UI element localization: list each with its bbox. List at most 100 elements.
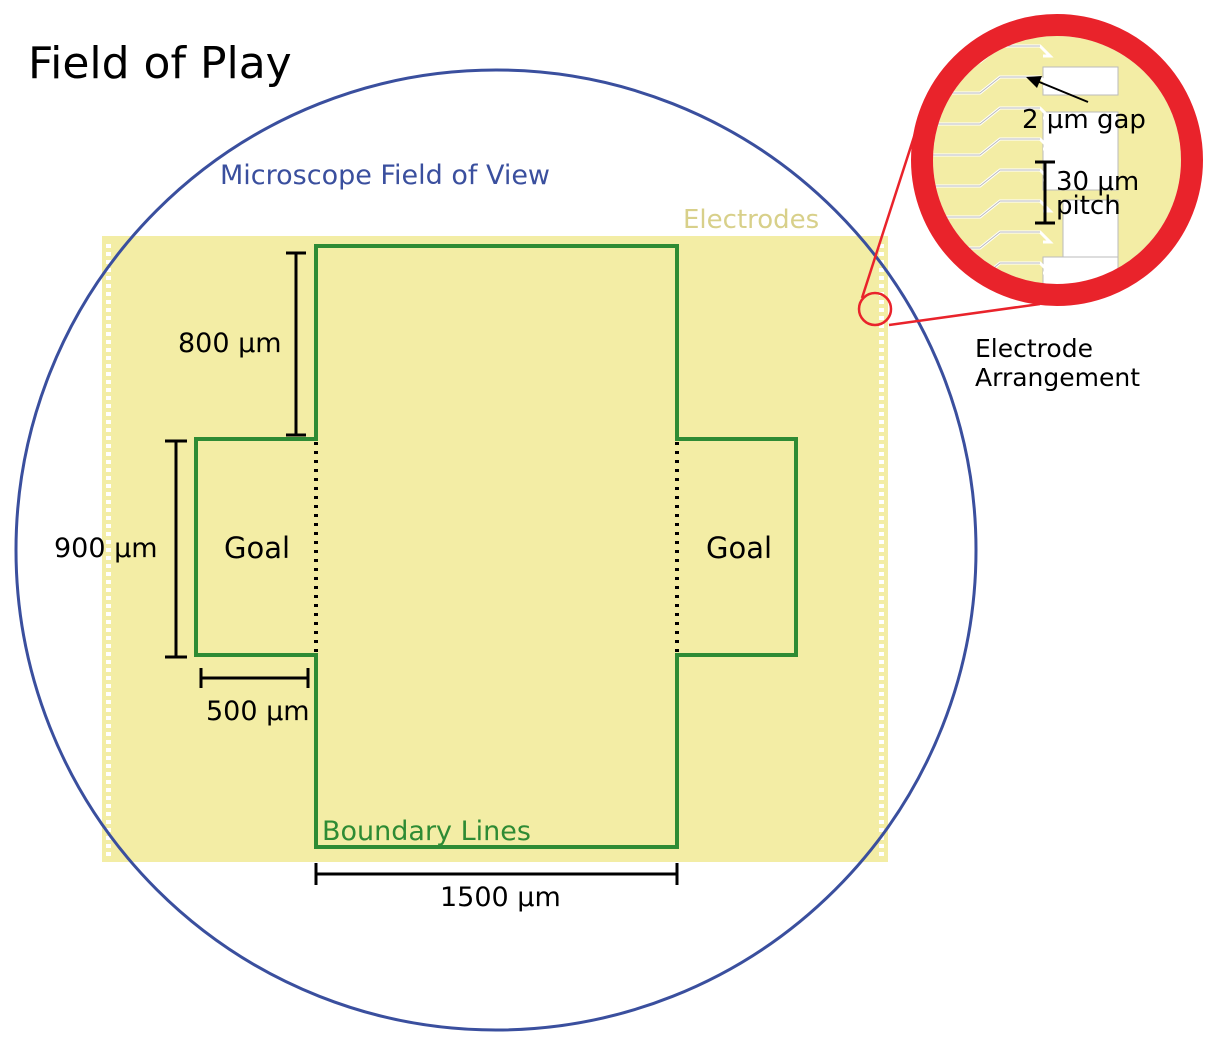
electrode-edge-right bbox=[879, 244, 884, 856]
electrode-tooth bbox=[106, 604, 111, 608]
electrode-tooth bbox=[879, 676, 884, 680]
electrode-tooth bbox=[106, 572, 111, 576]
electrode-tooth bbox=[106, 444, 111, 448]
electrode-tooth bbox=[879, 340, 884, 344]
electrode-tooth bbox=[106, 700, 111, 704]
electrode-tooth bbox=[106, 484, 111, 488]
dimension-500 bbox=[199, 668, 310, 688]
electrode-tooth bbox=[106, 780, 111, 784]
electrode-finger-outline bbox=[933, 200, 1040, 218]
electrode-tooth bbox=[879, 444, 884, 448]
diagram-title: Field of Play bbox=[28, 38, 292, 89]
electrode-tooth bbox=[879, 580, 884, 584]
electrode-tooth bbox=[879, 524, 884, 528]
electrode-tooth bbox=[879, 532, 884, 536]
electrode-tooth bbox=[879, 660, 884, 664]
electrode-tooth bbox=[106, 244, 111, 248]
electrode-tooth bbox=[106, 380, 111, 384]
electrode-tooth bbox=[879, 812, 884, 816]
electrode-tooth bbox=[106, 740, 111, 744]
electrode-tooth bbox=[879, 724, 884, 728]
electrode-tooth bbox=[879, 628, 884, 632]
electrode-tooth bbox=[106, 524, 111, 528]
electrode-tooth bbox=[106, 276, 111, 280]
electrode-tooth bbox=[106, 532, 111, 536]
electrode-tooth bbox=[879, 772, 884, 776]
electrode-tooth bbox=[879, 308, 884, 312]
electrode-gap-region bbox=[1042, 111, 1119, 191]
electrode-tooth bbox=[879, 588, 884, 592]
electrode-tooth bbox=[106, 540, 111, 544]
electrode-tooth bbox=[106, 388, 111, 392]
electrode-tooth bbox=[879, 596, 884, 600]
gap-label: 2 µm gap bbox=[1022, 105, 1146, 135]
electrode-tooth bbox=[106, 788, 111, 792]
goal-right-label: Goal bbox=[706, 531, 772, 565]
electrode-tooth bbox=[106, 588, 111, 592]
electrode-tooth bbox=[879, 780, 884, 784]
electrode-tooth bbox=[879, 604, 884, 608]
electrode-tooth bbox=[879, 316, 884, 320]
electrode-tooth bbox=[106, 468, 111, 472]
electrode-tooth bbox=[879, 740, 884, 744]
electrode-tooth bbox=[106, 396, 111, 400]
electrode-tooth bbox=[879, 564, 884, 568]
electrode-tooth bbox=[106, 308, 111, 312]
electrode-tooth bbox=[106, 684, 111, 688]
electrode-finger-outline bbox=[933, 169, 1040, 187]
electrode-tooth bbox=[879, 476, 884, 480]
electrode-tooth bbox=[879, 404, 884, 408]
electrode-tooth bbox=[879, 428, 884, 432]
electrode-tooth bbox=[106, 452, 111, 456]
pitch-word-label: pitch bbox=[1056, 191, 1121, 221]
electrode-tooth bbox=[106, 316, 111, 320]
electrode-tooth bbox=[879, 420, 884, 424]
boundary-lines bbox=[194, 244, 798, 849]
inset-caption-line2: Arrangement bbox=[975, 363, 1140, 392]
electrode-tooth bbox=[106, 284, 111, 288]
dimension-1500 bbox=[314, 863, 679, 885]
electrode-tooth bbox=[106, 348, 111, 352]
electrode-tooth bbox=[879, 804, 884, 808]
electrode-gap-region bbox=[1042, 66, 1119, 96]
microscope-field-circle bbox=[14, 68, 978, 1032]
electrode-tooth bbox=[106, 836, 111, 840]
electrode-tooth bbox=[879, 468, 884, 472]
pitch-dimension bbox=[1035, 160, 1055, 225]
electrode-array bbox=[102, 236, 888, 862]
electrode-tooth bbox=[879, 516, 884, 520]
electrode-gap-region bbox=[1062, 199, 1119, 259]
electrode-tooth bbox=[106, 412, 111, 416]
electrode-tooth bbox=[106, 732, 111, 736]
electrode-arrangement-inset bbox=[933, 36, 1181, 284]
electrode-tooth bbox=[879, 540, 884, 544]
dimension-800-label: 800 µm bbox=[178, 328, 282, 359]
electrode-tooth bbox=[879, 644, 884, 648]
electrode-tooth bbox=[879, 708, 884, 712]
electrode-tooth bbox=[879, 484, 884, 488]
electrode-tooth bbox=[879, 572, 884, 576]
electrode-tooth bbox=[879, 276, 884, 280]
electrode-tooth bbox=[879, 636, 884, 640]
electrode-tooth bbox=[106, 340, 111, 344]
electrode-tooth bbox=[106, 828, 111, 832]
electrode-tooth bbox=[879, 668, 884, 672]
electrode-tooth bbox=[879, 412, 884, 416]
electrode-tooth bbox=[879, 300, 884, 304]
electrode-tooth bbox=[106, 756, 111, 760]
electrode-tooth bbox=[879, 612, 884, 616]
electrode-tooth bbox=[879, 380, 884, 384]
electrode-tooth bbox=[879, 748, 884, 752]
electrode-tooth bbox=[879, 252, 884, 256]
electrode-tooth bbox=[879, 348, 884, 352]
electrodes-label: Electrodes bbox=[683, 205, 819, 235]
electrode-tooth bbox=[106, 692, 111, 696]
electrode-tooth bbox=[879, 460, 884, 464]
electrode-tooth bbox=[106, 428, 111, 432]
electrode-finger-outline bbox=[933, 107, 1040, 125]
electrode-tooth bbox=[879, 332, 884, 336]
electrode-tooth bbox=[106, 548, 111, 552]
electrode-tooth bbox=[106, 804, 111, 808]
electrode-tooth bbox=[879, 324, 884, 328]
electrode-tooth bbox=[879, 268, 884, 272]
